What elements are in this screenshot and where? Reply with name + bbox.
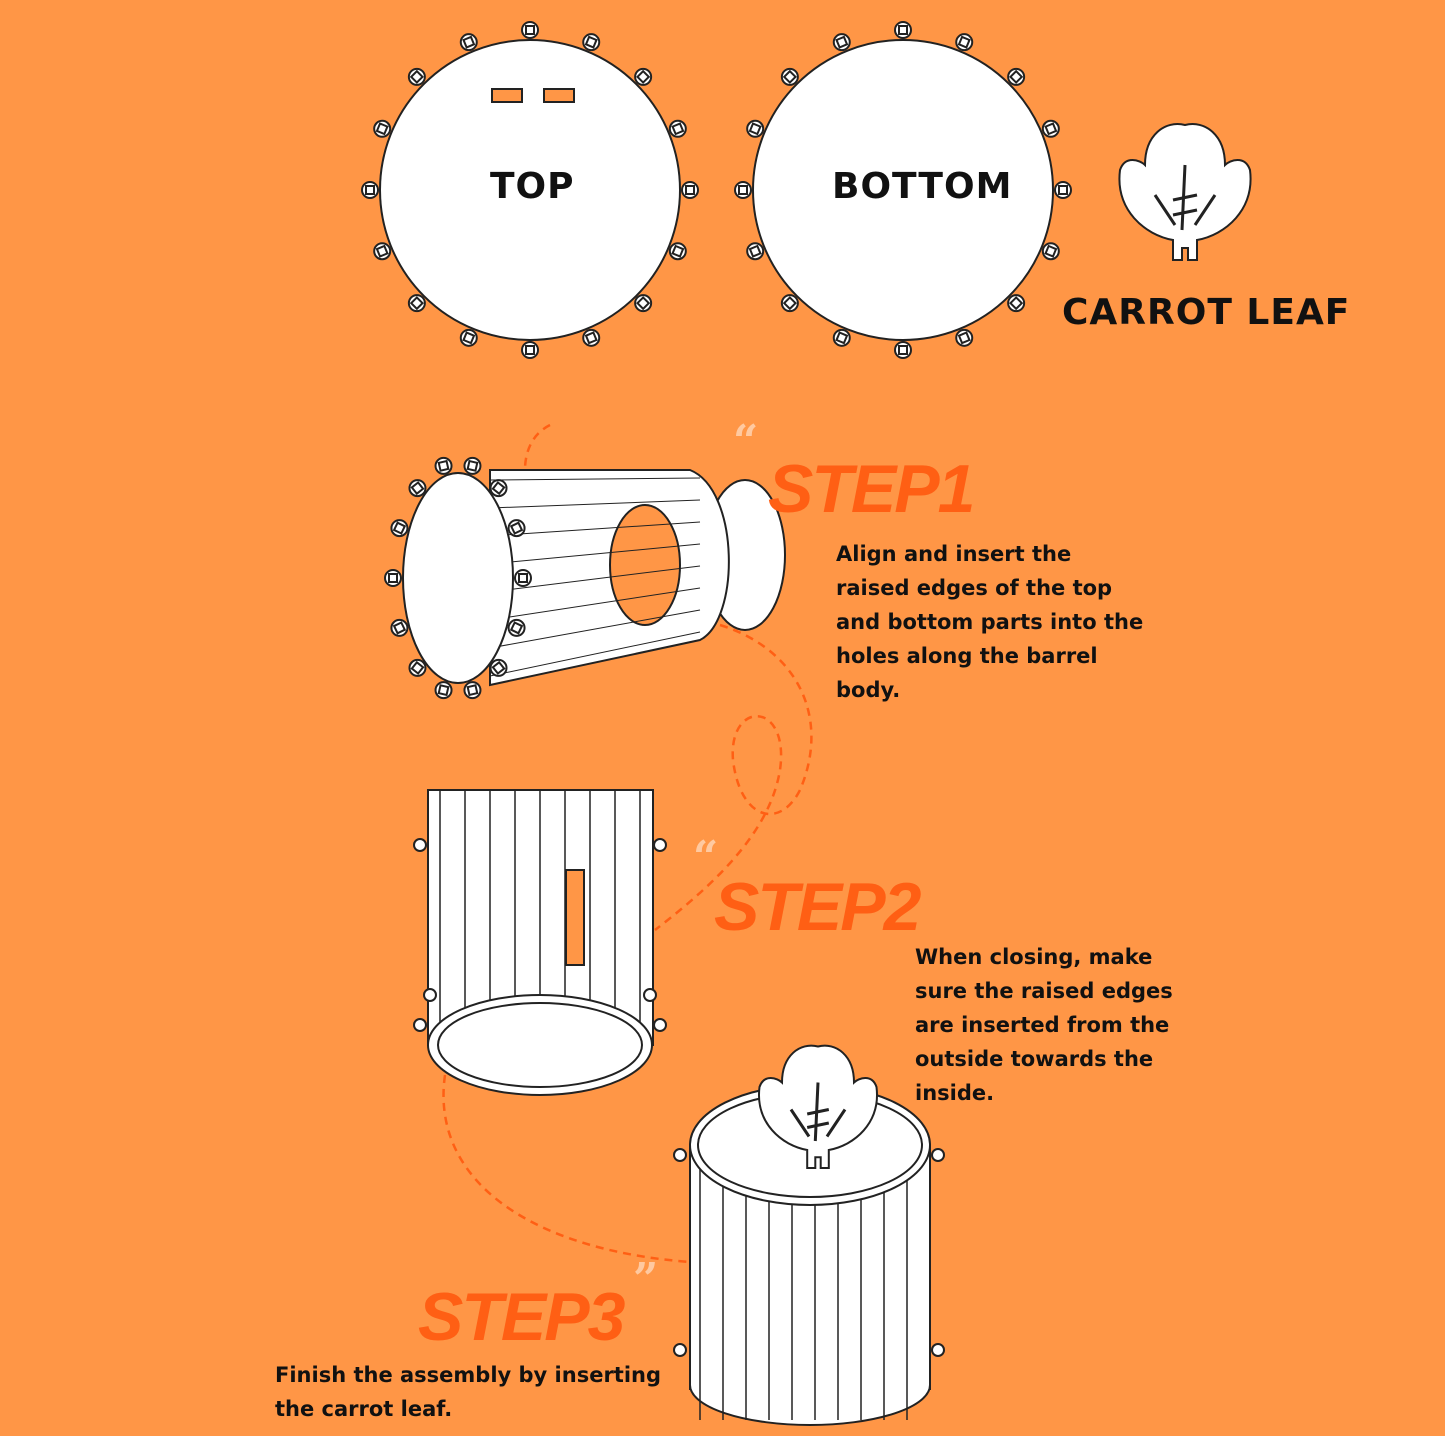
- barrel-slat: [489, 477, 701, 481]
- step3-description: Finish the assembly by inserting the car…: [275, 1358, 661, 1426]
- carrot-leaf-label: CARROT LEAF: [1062, 292, 1351, 333]
- tab-knob: [413, 838, 427, 852]
- tab-knob: [673, 1343, 687, 1357]
- step1-line: and bottom parts into the: [836, 610, 1144, 634]
- tab-stem: [835, 331, 849, 345]
- tab-stem: [409, 69, 424, 84]
- tab-stem: [782, 69, 797, 84]
- tab-stem: [748, 122, 762, 136]
- step3-quote-mark: ”: [633, 1254, 659, 1305]
- tab-knob: [931, 1148, 945, 1162]
- top-disc-side: [402, 472, 514, 684]
- tab-knob: [643, 988, 657, 1002]
- step2-line: sure the raised edges: [915, 979, 1173, 1003]
- tab-stem: [462, 35, 476, 49]
- tab-stem: [518, 573, 528, 583]
- barrel-slat: [489, 499, 701, 509]
- step1-description: Align and insert the raised edges of the…: [836, 537, 1143, 707]
- tab-stem: [375, 244, 389, 258]
- tab-stem: [437, 684, 450, 697]
- tab-stem: [375, 122, 389, 136]
- tab-stem: [410, 660, 425, 675]
- step3-title: STEP3: [418, 1279, 625, 1355]
- step2-line: When closing, make: [915, 945, 1153, 969]
- tab-stem: [1058, 185, 1068, 195]
- tab-stem: [898, 345, 908, 355]
- tab-stem: [584, 331, 598, 345]
- dashed-connector: [442, 423, 813, 1264]
- tab-knob: [423, 988, 437, 1002]
- step3-line: the carrot leaf.: [275, 1397, 453, 1421]
- tab-stem: [365, 185, 375, 195]
- tab-stem: [636, 296, 651, 311]
- tab-stem: [782, 296, 797, 311]
- tab-stem: [1009, 296, 1024, 311]
- step2-description: When closing, make sure the raised edges…: [915, 940, 1173, 1110]
- tab-stem: [466, 684, 479, 697]
- step1-quote-mark: “: [733, 416, 759, 467]
- step2-title: STEP2: [714, 869, 921, 945]
- tab-stem: [957, 35, 971, 49]
- tab-stem: [584, 35, 598, 49]
- tab-stem: [898, 25, 908, 35]
- tab-stem: [388, 573, 398, 583]
- barrel-slat: [489, 631, 701, 677]
- step1-line: raised edges of the top: [836, 576, 1113, 600]
- tab-stem: [509, 621, 524, 635]
- tab-stem: [409, 296, 424, 311]
- tab-stem: [491, 660, 506, 675]
- barrel-opening: [609, 504, 681, 626]
- bottom-disc: [752, 39, 1054, 341]
- tab-knob: [931, 1343, 945, 1357]
- tab-stem: [509, 521, 524, 535]
- barrel-slat: [489, 587, 701, 621]
- tab-stem: [748, 244, 762, 258]
- tab-stem: [1044, 244, 1058, 258]
- tab-stem: [738, 185, 748, 195]
- tab-stem: [1044, 122, 1058, 136]
- step1-line: body.: [836, 678, 901, 702]
- tab-knob: [653, 838, 667, 852]
- step3-line: Finish the assembly by inserting: [275, 1363, 662, 1387]
- tab-knob: [413, 1018, 427, 1032]
- slot-hole: [543, 88, 575, 103]
- leaf-vein: [789, 1082, 847, 1142]
- barrel-slat: [489, 609, 701, 649]
- tab-stem: [957, 331, 971, 345]
- barrel-gap: [565, 869, 585, 966]
- slot-hole: [491, 88, 523, 103]
- step1-line: Align and insert the: [836, 542, 1072, 566]
- tab-stem: [671, 122, 685, 136]
- tab-stem: [525, 25, 535, 35]
- barrel-slat: [489, 543, 701, 565]
- tab-stem: [392, 521, 407, 535]
- tab-stem: [392, 621, 407, 635]
- tab-stem: [835, 35, 849, 49]
- leaf-vein: [1153, 164, 1217, 231]
- tab-stem: [410, 481, 425, 496]
- step1-title: STEP1: [768, 451, 975, 527]
- tab-stem: [491, 481, 506, 496]
- barrel-slat: [489, 565, 701, 593]
- tab-stem: [466, 459, 479, 472]
- step1-line: holes along the barrel: [836, 644, 1098, 668]
- top-disc: [379, 39, 681, 341]
- barrel-slat: [489, 521, 701, 537]
- tab-knob: [673, 1148, 687, 1162]
- tab-stem: [685, 185, 695, 195]
- step2-line: inside.: [915, 1081, 995, 1105]
- tab-stem: [525, 345, 535, 355]
- tab-stem: [462, 331, 476, 345]
- tab-stem: [671, 244, 685, 258]
- step2-quote-mark: “: [693, 832, 719, 883]
- tab-knob: [653, 1018, 667, 1032]
- bottom-part-label: BOTTOM: [832, 166, 1013, 207]
- barrel-bottom-disc: [437, 1002, 643, 1088]
- step2-line: outside towards the: [915, 1047, 1154, 1071]
- step2-line: are inserted from the: [915, 1013, 1170, 1037]
- tab-stem: [636, 69, 651, 84]
- tab-stem: [1009, 69, 1024, 84]
- tab-stem: [437, 459, 450, 472]
- top-part-label: TOP: [490, 166, 575, 207]
